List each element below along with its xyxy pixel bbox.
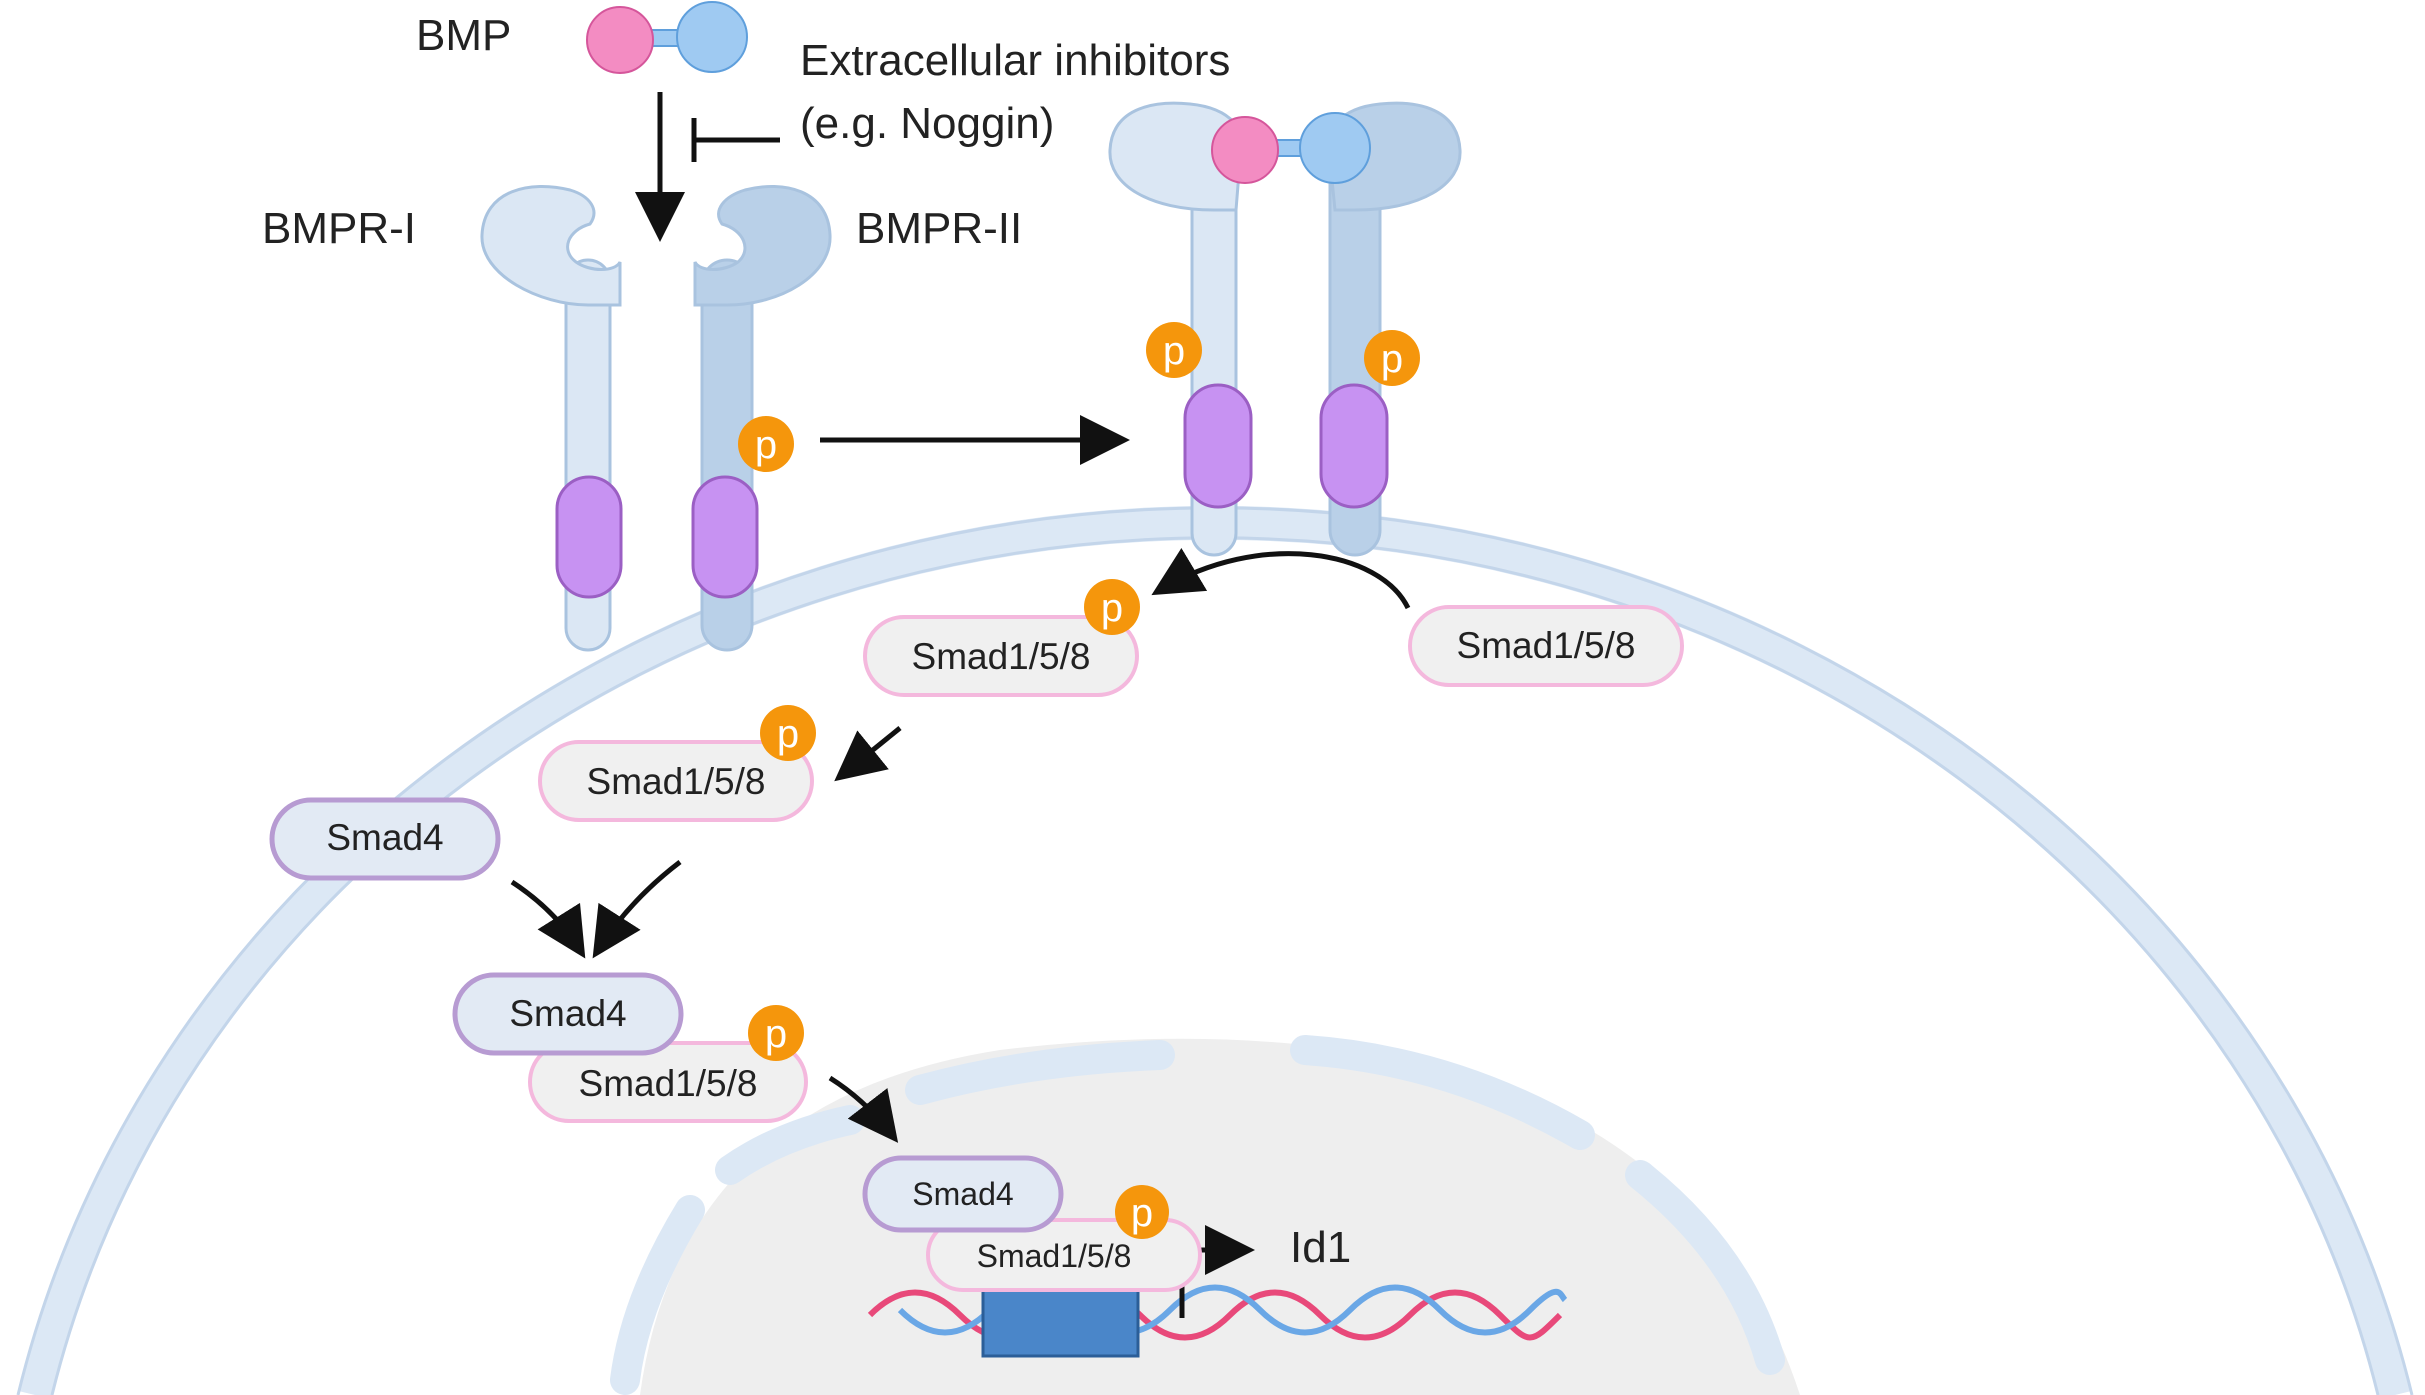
bmpr1-label: BMPR-I [262,204,416,253]
svg-text:p: p [1101,586,1123,630]
bmp-ligand-bound [1211,112,1371,184]
svg-text:p: p [1381,337,1403,381]
phospho-badge: p [760,705,816,761]
svg-text:p: p [755,423,777,467]
smad4-free: Smad4 [269,797,501,881]
phospho-badge: p [748,1005,804,1061]
svg-text:Smad1/5/8: Smad1/5/8 [587,761,766,802]
svg-text:Smad4: Smad4 [509,993,626,1034]
inhibition-bar [691,118,780,162]
bmpr2-receptor-active [1319,101,1462,557]
svg-text:Smad4: Smad4 [912,1176,1013,1212]
nuclear-envelope [610,1035,1785,1395]
nucleus [640,1038,1800,1395]
bmp-label: BMP [416,11,511,60]
svg-text:p: p [765,1012,787,1056]
smad158-unphosphorylated: Smad1/5/8 [1408,605,1684,687]
id1-gene-label: Id1 [1290,1223,1351,1272]
svg-text:Smad1/5/8: Smad1/5/8 [912,636,1091,677]
smad4-in-nuclear-complex: Smad4 [862,1155,1064,1233]
smad158-in-nuclear-complex: Smad1/5/8 [926,1218,1202,1292]
svg-text:p: p [1131,1191,1153,1235]
svg-text:p: p [1163,329,1185,373]
phospho-badge: p [1115,1185,1169,1239]
bmpr2-receptor-inactive [691,184,832,652]
release-arrow [834,726,902,782]
phospho-badge: p [1364,330,1420,386]
nuclear-import-arrow [828,1075,899,1143]
svg-text:Smad1/5/8: Smad1/5/8 [977,1238,1132,1274]
bmpr2-label: BMPR-II [856,204,1022,253]
complex-arrow-left [510,879,586,959]
inhibitors-label-line2: (e.g. Noggin) [800,99,1054,148]
smad158-phosphorylated: Smad1/5/8 [863,615,1139,697]
bmp-ligand [586,1,748,74]
phospho-badge: p [1084,579,1140,635]
smad158-in-complex: Smad1/5/8 [528,1041,808,1123]
svg-text:p: p [777,712,799,756]
bmpr1-receptor-inactive [480,184,623,652]
phosphorylation-arrow [1151,547,1411,610]
svg-text:Smad1/5/8: Smad1/5/8 [1457,625,1636,666]
id1-gene-region [981,1288,1140,1358]
svg-text:Smad4: Smad4 [326,817,443,858]
smad4-in-complex: Smad4 [452,972,684,1056]
svg-text:Smad1/5/8: Smad1/5/8 [579,1063,758,1104]
phospho-badge: p [1146,322,1202,378]
inhibitors-label-line1: Extracellular inhibitors [800,36,1230,85]
complex-arrow-right [592,860,682,959]
smad158-phosphorylated: Smad1/5/8 [538,740,814,822]
phospho-badge: p [738,416,794,472]
